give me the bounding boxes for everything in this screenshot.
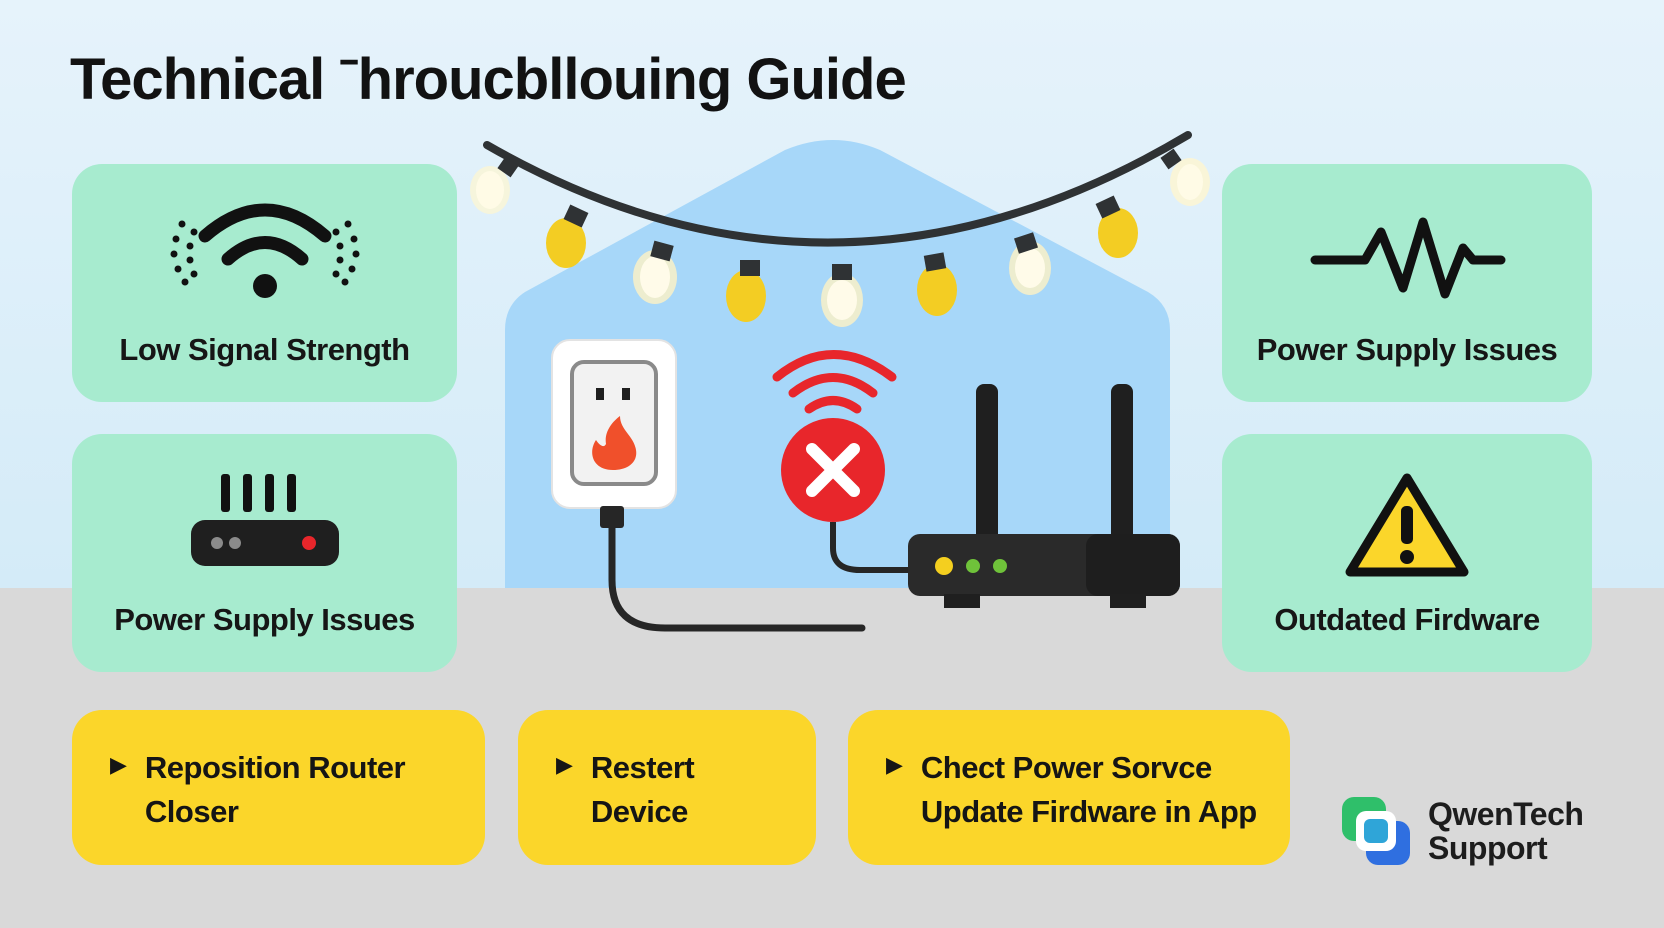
light-bulb-5: [821, 264, 863, 327]
play-arrow-icon: ▶: [556, 752, 573, 777]
wifi-error-icon: [772, 350, 897, 522]
action-line: Reposition Router: [144, 750, 406, 785]
page-title: Technical ˉhroucbllouing Guide: [70, 47, 907, 112]
action-card-reposition: ▶ Reposition Router Closer: [72, 710, 485, 865]
issue-label: Power Supply Issues: [1256, 332, 1558, 367]
action-line: Update Firdware in App: [920, 794, 1257, 829]
action-line: Restert: [590, 750, 695, 785]
waveform-icon: [1310, 217, 1506, 299]
issue-label: Low Signal Strength: [119, 332, 410, 367]
issue-card-power-supply-waveform: Power Supply Issues: [1222, 164, 1592, 402]
wifi-icon: [170, 203, 359, 298]
qwentech-logo-icon: [1342, 797, 1410, 865]
power-outlet-icon: [551, 339, 677, 509]
power-cable: [608, 506, 866, 632]
router-device-icon: [908, 384, 1180, 608]
warning-icon: [1345, 473, 1469, 577]
light-bulb-2: [546, 204, 589, 268]
light-bulb-6: [917, 252, 957, 316]
issue-card-outdated-firmware: Outdated Firdware: [1222, 434, 1592, 672]
router-icon: [190, 474, 339, 566]
issue-label: Outdated Firdware: [1274, 602, 1540, 637]
action-card-restart: ▶ Restert Device: [518, 710, 816, 865]
issue-card-low-signal: Low Signal Strength: [72, 164, 457, 402]
brand-subtitle: Support: [1428, 830, 1548, 866]
string-lights: [470, 131, 1210, 327]
light-bulb-7: [1009, 232, 1051, 295]
light-bulb-4: [726, 260, 766, 322]
light-bulb-9: [1160, 148, 1210, 206]
play-arrow-icon: ▶: [886, 752, 903, 777]
brand-name: QwenTech: [1428, 796, 1584, 832]
issue-card-power-supply: Power Supply Issues: [72, 434, 457, 672]
action-line: Closer: [144, 794, 239, 829]
action-line: Device: [590, 794, 688, 829]
router-cable: [830, 522, 912, 573]
action-card-check-power: ▶ Chect Power Sorvce Update Firdware in …: [848, 710, 1290, 865]
light-bulb-1: [470, 156, 519, 214]
issue-label: Power Supply Issues: [114, 602, 415, 637]
light-bulb-8: [1095, 195, 1138, 258]
action-line: Chect Power Sorvce: [920, 750, 1212, 785]
brand-logo: QwenTech Support: [1340, 795, 1584, 867]
light-bulb-3: [633, 240, 677, 304]
play-arrow-icon: ▶: [110, 752, 127, 777]
fire-icon: [592, 416, 637, 470]
